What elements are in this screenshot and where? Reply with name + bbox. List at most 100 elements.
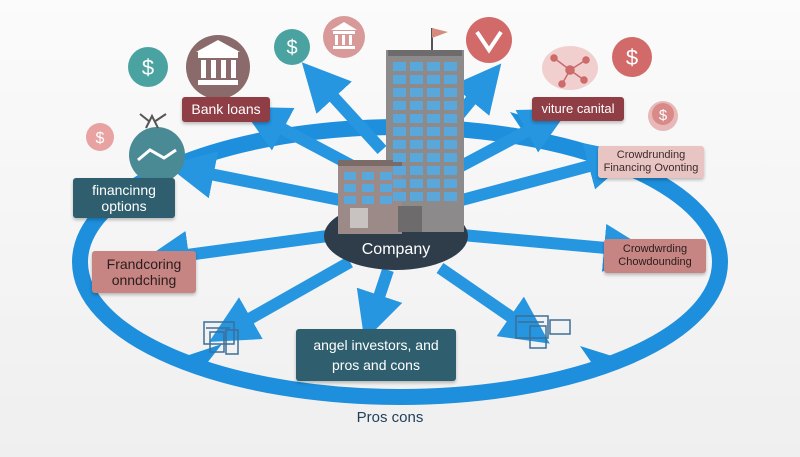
bank-loans-text: Bank loans — [191, 101, 261, 118]
building-window — [444, 140, 457, 149]
network-icon — [542, 46, 598, 90]
building-window — [362, 184, 374, 192]
building-window — [444, 192, 457, 201]
building-window — [444, 179, 457, 188]
building-window — [427, 101, 440, 110]
financing-options-line1: financinng — [92, 181, 156, 198]
dollar-coin-icon: $ — [128, 47, 168, 87]
angel-investors-label: angel investors, and pros and cons — [296, 329, 456, 381]
building-window — [410, 114, 423, 123]
bank-icon — [323, 16, 365, 58]
arrow-to-lower-left — [209, 256, 353, 342]
building-window — [410, 192, 423, 201]
arrow-to-crowd-top — [460, 142, 636, 206]
arrow-to-angel — [356, 268, 403, 341]
dollar-coin-icon: $ — [86, 123, 114, 151]
building-window — [410, 127, 423, 136]
office-building-icon — [324, 28, 468, 270]
building-window — [393, 179, 406, 188]
building-window — [427, 153, 440, 162]
svg-text:$: $ — [626, 45, 638, 70]
building-window — [410, 88, 423, 97]
factoring-line1: Frandcoring — [106, 255, 182, 272]
building-window — [380, 196, 392, 204]
building-window — [393, 101, 406, 110]
building-window — [393, 114, 406, 123]
building-window — [427, 62, 440, 71]
svg-text:$: $ — [96, 130, 105, 147]
building-window — [393, 140, 406, 149]
chevron-badge-icon — [466, 17, 512, 63]
building-window — [444, 62, 457, 71]
venture-capital-text: viture canital — [541, 100, 615, 116]
financing-options-line2: options — [101, 198, 147, 214]
crowdfunding-right-line1: Crowdwrding — [622, 243, 688, 256]
handshake-icon — [129, 113, 185, 183]
angel-investors-line1: angel investors, and — [313, 336, 439, 353]
building-window — [427, 127, 440, 136]
building-window — [380, 184, 392, 192]
building-window — [393, 62, 406, 71]
building-window — [427, 75, 440, 84]
company-label: Company — [361, 241, 431, 258]
building-window — [362, 172, 374, 180]
building-window — [444, 166, 457, 175]
factoring-label: Frandcoring onndching — [92, 251, 196, 293]
arrow-to-lower-right — [436, 263, 550, 344]
building-window — [444, 114, 457, 123]
arrow-up-left — [301, 62, 387, 155]
building-window — [344, 172, 356, 180]
building-window — [362, 196, 374, 204]
crowdfunding-right-line2: Chowdounding — [618, 256, 692, 268]
building-window — [393, 166, 406, 175]
venture-capital-label: viture canital — [532, 97, 624, 121]
building-window — [444, 88, 457, 97]
document-stack-icon — [203, 321, 239, 355]
financing-options-label: financinng options — [73, 178, 175, 218]
svg-text:$: $ — [286, 37, 297, 59]
svg-text:$: $ — [659, 107, 668, 124]
building-window — [444, 127, 457, 136]
building-window — [393, 88, 406, 97]
building-window — [410, 101, 423, 110]
building-window — [344, 196, 356, 204]
building-window — [410, 75, 423, 84]
building-window — [380, 172, 392, 180]
building-window — [410, 62, 423, 71]
factoring-line2: onndching — [111, 272, 177, 288]
building-window — [393, 127, 406, 136]
svg-text:$: $ — [142, 55, 154, 80]
dollar-coin-icon: $ — [274, 29, 310, 65]
angel-investors-line2: pros and cons — [332, 357, 420, 373]
building-window — [427, 166, 440, 175]
building-window — [427, 179, 440, 188]
building-window — [393, 75, 406, 84]
building-window — [393, 153, 406, 162]
building-window — [427, 192, 440, 201]
ring-arrowhead-right — [580, 346, 612, 372]
dollar-coin-icon: $ — [648, 101, 678, 131]
building-window — [410, 153, 423, 162]
building-window — [444, 75, 457, 84]
building-window — [444, 153, 457, 162]
document-stack-icon — [515, 315, 571, 349]
building-window — [410, 140, 423, 149]
building-window — [410, 166, 423, 175]
building-window — [344, 184, 356, 192]
crowdfunding-top-label: Crowdrunding Financing Ovonting — [598, 146, 704, 178]
ring-arrowhead-left — [186, 344, 222, 372]
crowdfunding-top-line1: Crowdrunding — [616, 149, 686, 162]
building-window — [427, 114, 440, 123]
pros-cons-label: Pros cons — [356, 409, 424, 426]
arrow-to-financing — [166, 151, 342, 206]
building-window — [410, 179, 423, 188]
bank-loans-label: Bank loans — [182, 97, 270, 122]
arrow-to-crowd-right — [461, 223, 652, 272]
bank-icon — [186, 35, 250, 99]
building-window — [444, 101, 457, 110]
crowdfunding-top-line2: Financing Ovonting — [603, 162, 699, 174]
dollar-coin-icon: $ — [612, 37, 652, 77]
building-window — [427, 88, 440, 97]
